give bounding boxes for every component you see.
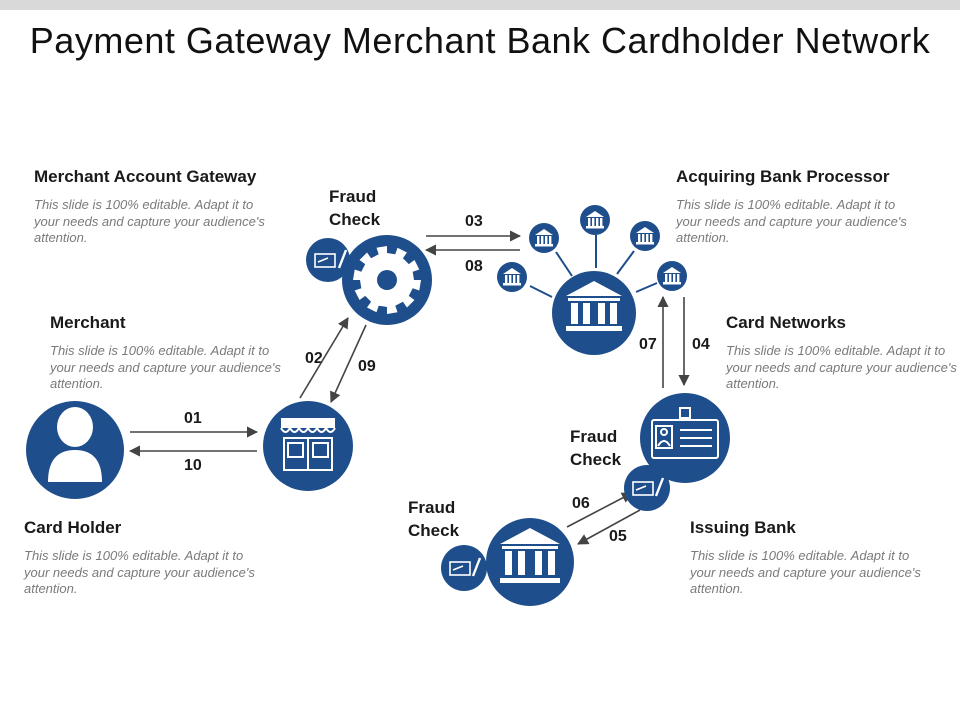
step-number: 04	[692, 336, 710, 353]
bank-icon	[500, 528, 560, 583]
step-number: 03	[465, 213, 483, 230]
satellite-bank	[630, 221, 660, 251]
bank-icon	[636, 227, 654, 245]
arrow-step-06	[566, 492, 633, 528]
fraud-check-label-line: Fraud	[329, 187, 377, 206]
satellite-bank	[580, 205, 610, 235]
merchant-text: This slide is 100% editable. Adapt it to…	[50, 343, 281, 391]
card-networks-text: This slide is 100% editable. Adapt it to…	[726, 343, 957, 391]
satellite-banks	[497, 205, 687, 292]
step-number: 02	[305, 350, 323, 367]
card-holder-node	[26, 401, 124, 499]
card-networks-heading: Card Networks	[726, 313, 846, 332]
step-number: 05	[609, 528, 627, 545]
acquiring-bank-processor-heading: Acquiring Bank Processor	[676, 167, 890, 186]
page-title: Payment Gateway Merchant Bank Cardholder…	[29, 20, 931, 61]
bank-icon	[566, 281, 622, 331]
fraud-check-label-gateway: Fraud Check	[329, 185, 380, 231]
step-number: 09	[358, 358, 376, 375]
step-number: 07	[639, 336, 657, 353]
fraud-check-badge-issuer	[441, 545, 487, 591]
acquiring-bank-processor-text: This slide is 100% editable. Adapt it to…	[676, 197, 907, 245]
merchant-node	[263, 401, 353, 491]
store-icon	[280, 418, 336, 471]
card-network-node	[640, 393, 730, 483]
top-bar	[0, 0, 960, 10]
issuing-bank-text: This slide is 100% editable. Adapt it to…	[690, 548, 921, 596]
arrow-step-02	[299, 317, 349, 399]
fraud-check-badge-gateway	[306, 238, 350, 282]
user-icon	[48, 407, 102, 482]
fraud-check-label-line: Check	[329, 210, 381, 229]
step-number: 06	[572, 495, 590, 512]
merchant-heading: Merchant	[50, 313, 126, 332]
card-holder-text: This slide is 100% editable. Adapt it to…	[24, 548, 255, 596]
flow-arrows	[128, 230, 690, 545]
id-card-icon	[651, 407, 719, 459]
fraud-check-label-line: Fraud	[570, 427, 618, 446]
fraud-check-label-line: Check	[570, 450, 622, 469]
card-networks-block: Card Networks This slide is 100% editabl…	[726, 313, 960, 393]
card-holder-block: Card Holder This slide is 100% editable.…	[24, 518, 274, 598]
check-signature-icon	[314, 249, 348, 269]
satellite-bank	[529, 223, 559, 253]
issuing-bank-heading: Issuing Bank	[690, 518, 796, 537]
merchant-block: Merchant This slide is 100% editable. Ad…	[50, 313, 300, 393]
satellite-bank	[497, 262, 527, 292]
bank-icon	[663, 267, 681, 285]
check-signature-icon	[449, 557, 482, 577]
fraud-check-label-network: Fraud Check	[570, 425, 621, 471]
fraud-check-label-line: Fraud	[408, 498, 456, 517]
satellite-connectors	[529, 235, 658, 298]
card-holder-heading: Card Holder	[24, 518, 122, 537]
fraud-check-label-line: Check	[408, 521, 460, 540]
step-number: 10	[184, 457, 202, 474]
gear-icon	[353, 246, 421, 314]
fraud-check-label-issuer: Fraud Check	[408, 496, 459, 542]
merchant-account-gateway-heading: Merchant Account Gateway	[34, 167, 257, 186]
bank-icon	[586, 211, 604, 229]
fraud-check-badge-network	[624, 465, 670, 511]
arrow-step-05	[577, 509, 641, 545]
acquirer-node	[552, 271, 636, 355]
bank-icon	[503, 268, 521, 286]
step-number: 08	[465, 258, 483, 275]
gateway-node	[342, 235, 432, 325]
bank-icon	[535, 229, 553, 247]
merchant-account-gateway-block: Merchant Account Gateway This slide is 1…	[34, 167, 284, 247]
arrow-step-09	[330, 324, 367, 404]
satellite-bank	[657, 261, 687, 291]
check-signature-icon	[632, 477, 665, 497]
merchant-account-gateway-text: This slide is 100% editable. Adapt it to…	[34, 197, 265, 245]
acquiring-bank-processor-block: Acquiring Bank Processor This slide is 1…	[676, 167, 926, 247]
step-number: 01	[184, 410, 202, 427]
issuer-node	[486, 518, 574, 606]
issuing-bank-block: Issuing Bank This slide is 100% editable…	[690, 518, 940, 598]
